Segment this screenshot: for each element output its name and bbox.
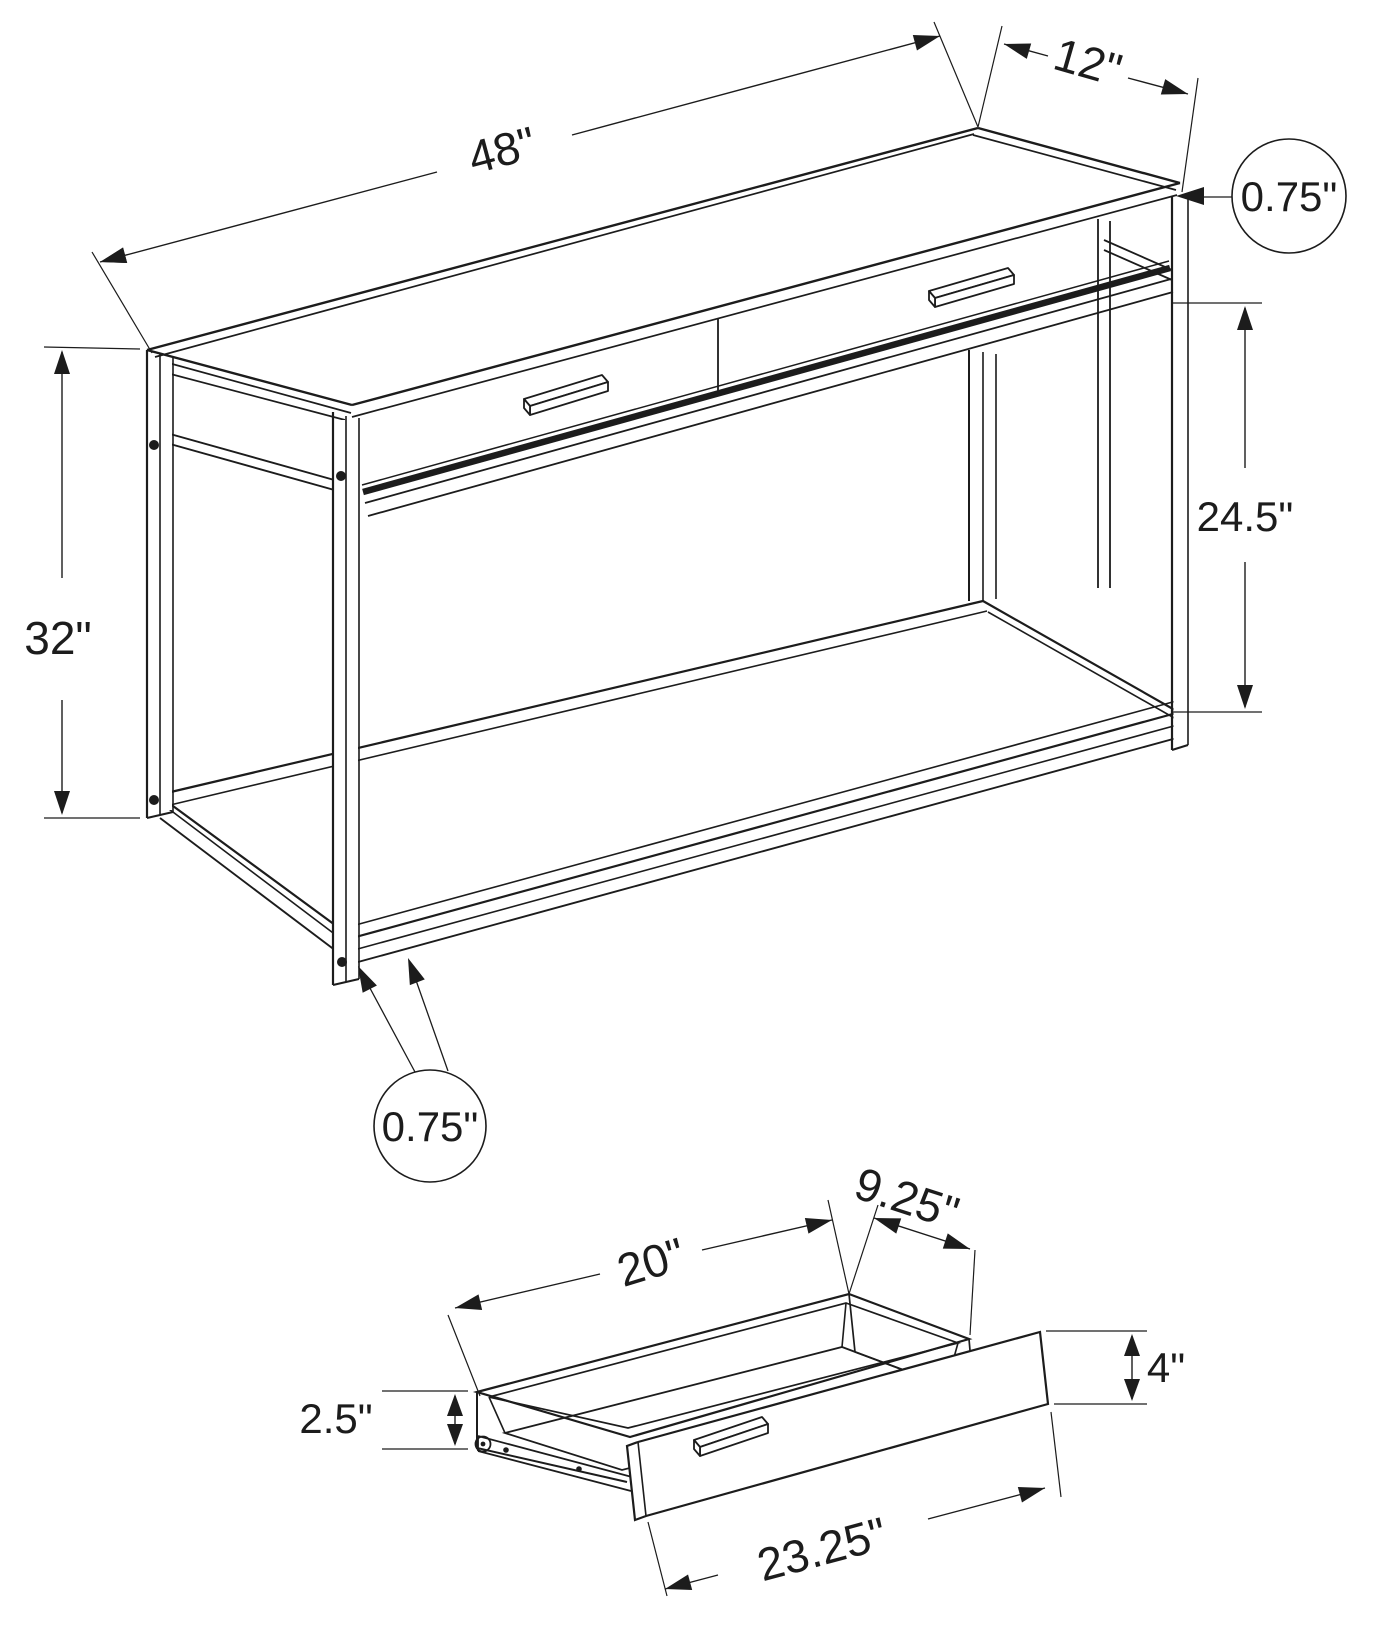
dim-length-48: 48" [91,21,1003,354]
rail-screw-dot [503,1447,509,1453]
screw-dot [149,795,159,805]
dim-drawer-front-height-label: 4" [1147,1344,1185,1391]
callout-circle [373,1069,487,1183]
screw-dot [337,957,347,967]
drawer-apron [361,219,1174,588]
console-table-illustration [145,126,1189,986]
dim-top-thickness-callout: 0.75" [1176,138,1347,254]
dim-drawer-depth-label: 9.25" [849,1157,966,1239]
dim-drawer-front-width-label: 23.25" [752,1507,892,1591]
dim-drawer-side-label: 2.5" [299,1395,372,1442]
front-right-leg [1170,196,1189,751]
back-right-leg [968,350,997,601]
right-drawer-handle [928,267,1015,308]
dim-length-label: 48" [463,116,542,184]
screw-dot [336,471,346,481]
dim-height-32: 32" [24,346,141,819]
apron-dark-rail [362,264,1171,496]
dim-depth-12: 12" [1003,28,1199,193]
dim-drawer-front-height-4: 4" [1046,1330,1185,1405]
dim-frame-thickness-label: 0.75" [382,1103,479,1150]
drawer-slide-rail [474,1435,633,1492]
dim-drawer-length-label: 20" [611,1227,691,1296]
back-left-leg [145,350,174,819]
dim-top-thickness-label: 0.75" [1241,173,1338,220]
screw-dot [149,440,159,450]
drawer-illustration [472,1292,1050,1522]
table-top [146,126,1181,418]
dim-depth-label: 12" [1048,28,1127,97]
dim-drawer-side-2-5: 2.5" [299,1390,468,1450]
dim-clearance-24-5: 24.5" [1172,302,1294,713]
rail-screw-dot [576,1466,582,1472]
dim-drawer-depth-9-25: 9.25" [849,1157,976,1336]
drawer-front-panel [625,1330,1050,1522]
dim-height-label: 32" [24,612,92,664]
bottom-shelf [157,599,1185,963]
callout-circle [1231,138,1347,254]
dim-frame-thickness-callout: 0.75" [358,958,487,1183]
left-drawer-handle [523,374,609,416]
front-left-leg [331,412,360,986]
drawer-panel-handle [693,1416,769,1457]
left-end-frame [162,371,346,494]
rail-roller [474,1435,492,1453]
dim-drawer-length-20: 20" [447,1199,879,1397]
dim-clearance-label: 24.5" [1197,493,1294,540]
